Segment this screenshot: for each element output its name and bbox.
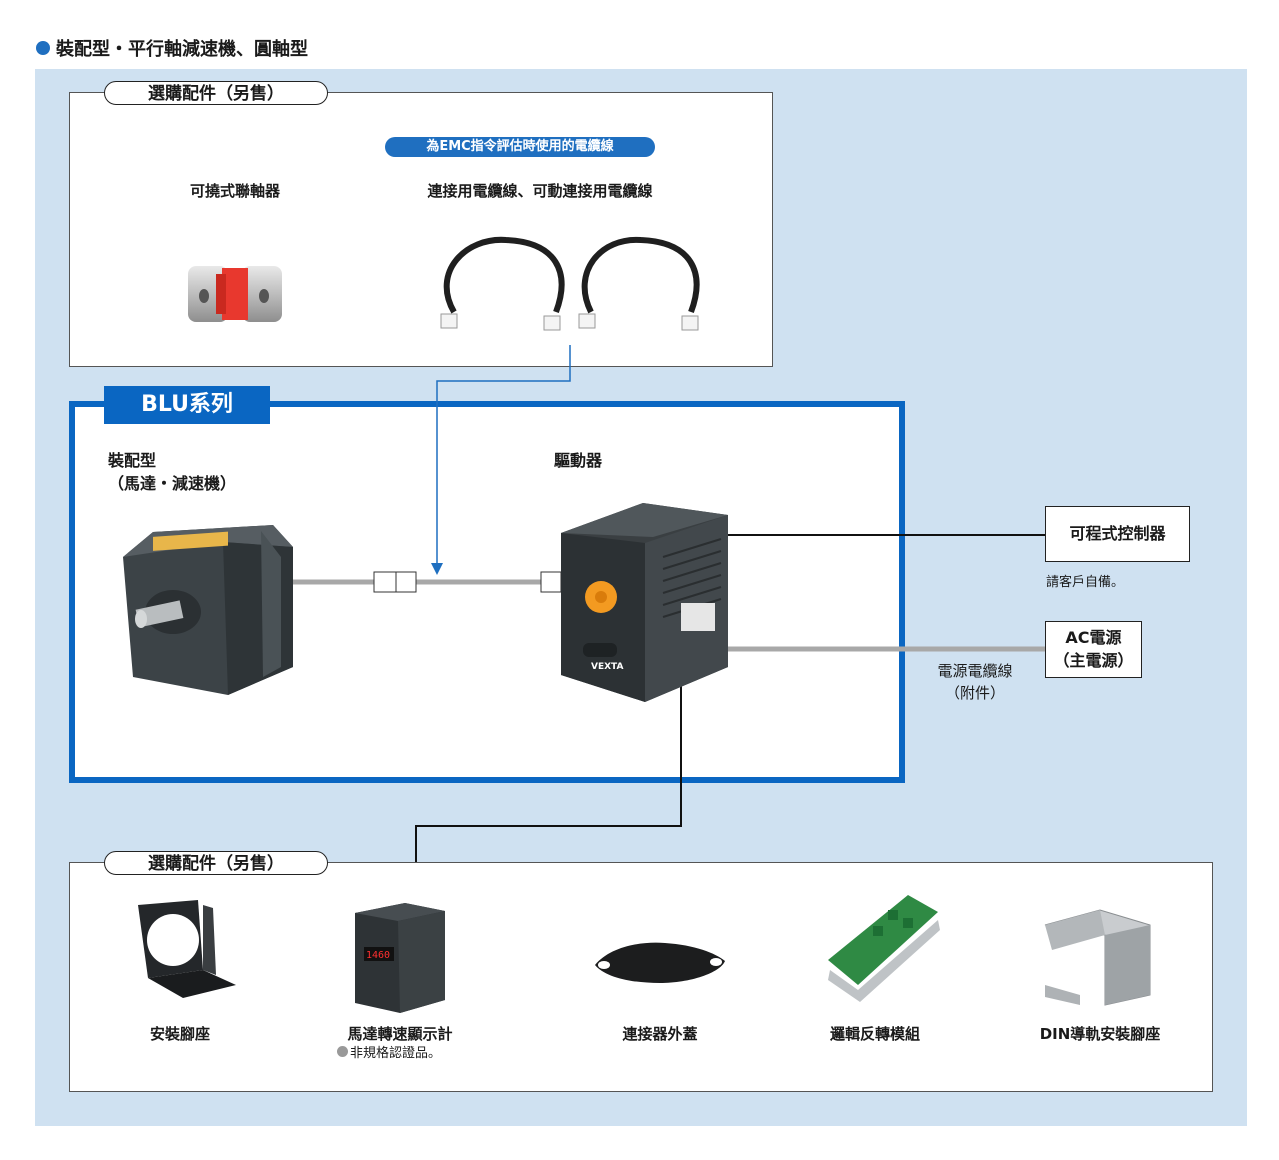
- ac-label-line2: （主電源）: [1053, 651, 1134, 670]
- bottom-accessories-header: 選購配件（另售）: [104, 851, 328, 875]
- top-accessories-header: 選購配件（另售）: [104, 81, 328, 105]
- emc-note-badge: 為EMC指令評估時使用的電纜線: [385, 137, 655, 157]
- svg-text:1460: 1460: [366, 950, 390, 961]
- connector-cover-image: [595, 942, 725, 983]
- motor-label-line1: 裝配型: [108, 451, 157, 470]
- page-title-text: 裝配型・平行軸減速機、圓軸型: [56, 39, 308, 60]
- plc-label: 可程式控制器: [1069, 524, 1166, 543]
- speed-meter-image: 1460: [355, 903, 445, 1013]
- driver-label: 驅動器: [554, 451, 603, 470]
- accessory-label-bracket: 安裝腳座: [149, 1025, 210, 1043]
- accessory-label-din-bracket: DIN導軌安裝腳座: [1039, 1025, 1161, 1043]
- accessory-label-logic-module: 邏輯反轉模組: [829, 1025, 920, 1043]
- speed-meter-note: 非規格認證品。: [337, 1042, 441, 1061]
- speed-meter-note-text: 非規格認證品。: [350, 1046, 442, 1061]
- gear-motor-image: [123, 525, 293, 695]
- cable-label: 連接用電纜線、可動連接用電纜線: [427, 182, 653, 200]
- cables-image: [440, 236, 700, 331]
- ac-power-box: AC電源 （主電源）: [1045, 621, 1142, 678]
- blu-series-tab: BLU系列: [104, 386, 270, 424]
- plc-box: 可程式控制器: [1045, 506, 1190, 562]
- accessory-label-speed-meter: 馬達轉速顯示計: [347, 1025, 453, 1043]
- motor-label-line2: （馬達・減速機）: [108, 474, 237, 493]
- logic-module-image: [828, 895, 940, 1002]
- driver-brand-text: VEXTA: [591, 662, 623, 672]
- coupling-image: [188, 266, 282, 322]
- coupling-label: 可撓式聯軸器: [189, 182, 280, 200]
- accessory-label-connector-cover: 連接器外蓋: [622, 1025, 698, 1043]
- note-bullet-icon: [337, 1046, 348, 1057]
- ac-label-line1: AC電源: [1065, 628, 1122, 647]
- mounting-bracket-image: [138, 900, 236, 998]
- power-cable-label-line2: （附件）: [944, 684, 1005, 702]
- title-bullet-icon: [36, 41, 50, 55]
- din-rail-bracket-image: [1044, 909, 1151, 1006]
- page-title: 裝配型・平行軸減速機、圓軸型: [36, 35, 308, 61]
- driver-image: VEXTA: [561, 503, 728, 702]
- power-cable-label-line1: 電源電纜線: [937, 662, 1013, 680]
- plc-note: 請客戶自備。: [1046, 575, 1125, 590]
